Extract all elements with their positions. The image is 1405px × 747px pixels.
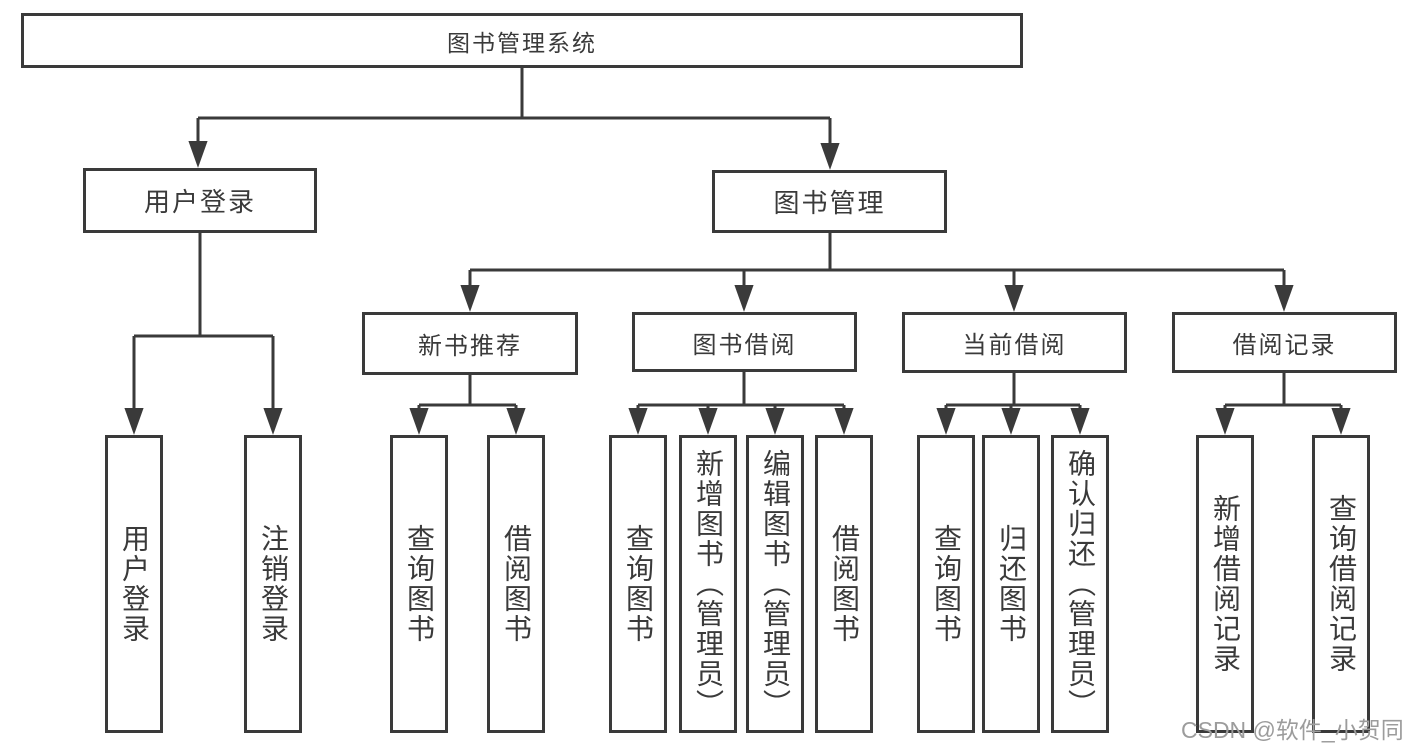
node-current-borrow: 当前借阅 [902, 312, 1127, 373]
leaf-label: 注销登录 [258, 524, 289, 644]
leaf-current-query-books: 查询图书 [917, 435, 975, 733]
node-borrow-records: 借阅记录 [1172, 312, 1397, 373]
leaf-current-confirm-return-admin: 确认归还（管理员） [1051, 435, 1109, 733]
node-book-borrow: 图书借阅 [632, 312, 857, 372]
leaf-label: 查询图书 [623, 524, 654, 644]
leaf-label: 借阅图书 [501, 524, 532, 644]
leaf-borrow-edit-books-admin: 编辑图书（管理员） [746, 435, 804, 733]
leaf-recommend-borrow-books: 借阅图书 [487, 435, 545, 733]
leaf-logout: 注销登录 [244, 435, 302, 733]
node-new-book-recommend: 新书推荐 [362, 312, 578, 375]
leaf-recommend-query-books: 查询图书 [390, 435, 448, 733]
leaf-label: 归还图书 [996, 524, 1027, 644]
leaf-label: 新增图书（管理员） [693, 449, 724, 719]
leaf-label: 查询图书 [404, 524, 435, 644]
leaf-label: 查询图书 [931, 524, 962, 644]
leaf-borrow-borrow-books: 借阅图书 [815, 435, 873, 733]
leaf-borrow-query-books: 查询图书 [609, 435, 667, 733]
leaf-user-login: 用户登录 [105, 435, 163, 733]
node-library-management-system: 图书管理系统 [21, 13, 1023, 68]
node-user-login: 用户登录 [83, 168, 317, 233]
leaf-label: 借阅图书 [829, 524, 860, 644]
leaf-label: 编辑图书（管理员） [760, 449, 791, 719]
node-book-management: 图书管理 [712, 170, 947, 233]
csdn-watermark: CSDN @软件_小贺同学 [1181, 717, 1405, 743]
leaf-label: 查询借阅记录 [1326, 494, 1357, 674]
leaf-label: 用户登录 [119, 524, 150, 644]
leaf-records-add-record: 新增借阅记录 [1196, 435, 1254, 733]
leaf-borrow-add-books-admin: 新增图书（管理员） [679, 435, 737, 733]
leaf-records-query-record: 查询借阅记录 [1312, 435, 1370, 733]
leaf-label: 确认归还（管理员） [1065, 449, 1096, 719]
leaf-current-return-books: 归还图书 [982, 435, 1040, 733]
leaf-label: 新增借阅记录 [1210, 494, 1241, 674]
